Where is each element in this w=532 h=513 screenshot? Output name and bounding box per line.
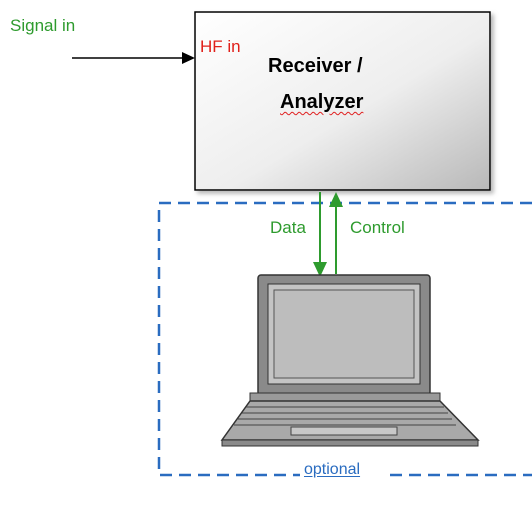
optional-region: [157, 201, 532, 477]
receiver-analyzer-box: [194, 11, 491, 191]
hf-in-label: HF in: [200, 37, 241, 56]
box-title-line2: Analyzer: [280, 91, 364, 113]
signal-in-label: Signal in: [10, 16, 76, 35]
optional-label[interactable]: optional: [300, 462, 365, 478]
data-label: Data: [270, 218, 306, 237]
laptop-icon: [220, 274, 480, 447]
box-title-line1: Receiver /: [268, 55, 363, 77]
data-arrow: [313, 192, 327, 277]
signal-in-arrow: [72, 52, 195, 64]
control-arrow: [329, 192, 343, 274]
control-label: Control: [350, 218, 405, 237]
